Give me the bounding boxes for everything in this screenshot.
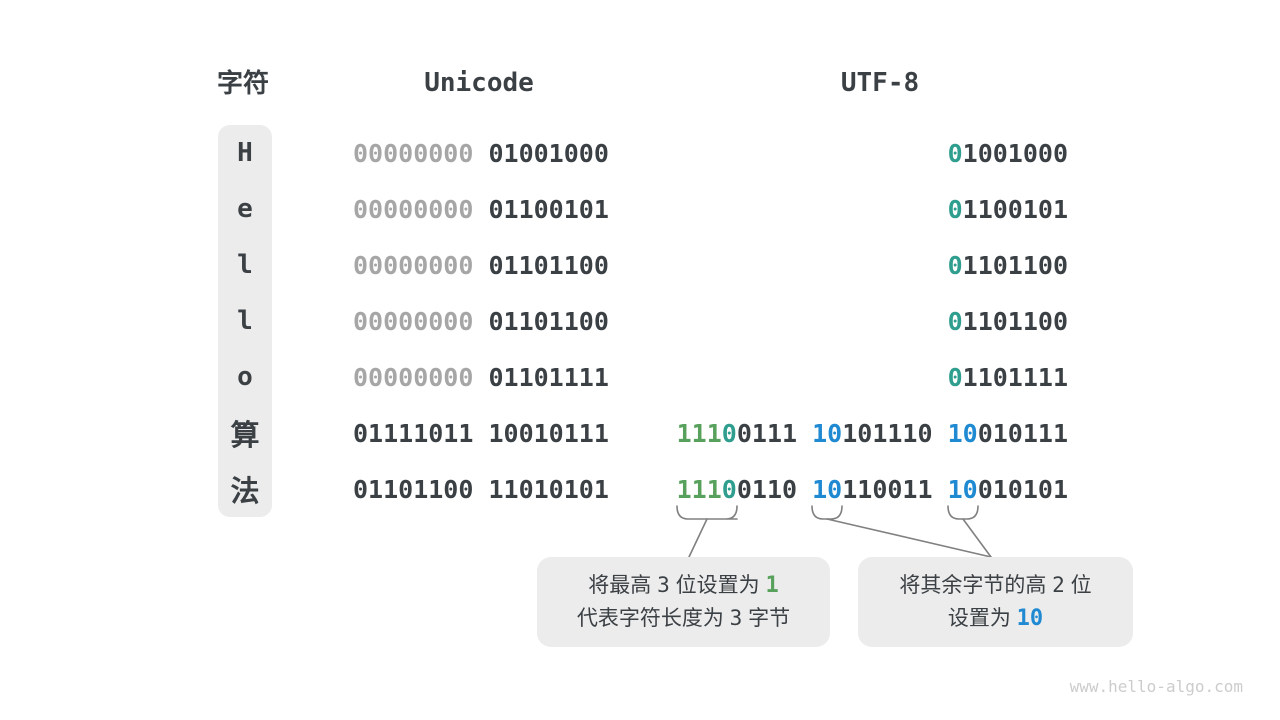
callout-line: 将其余字节的高 2 位 xyxy=(899,569,1091,602)
char-cell: o xyxy=(237,362,253,392)
text-segment-dark: 010111 xyxy=(977,418,1068,448)
text-segment-dark: 1101100 xyxy=(962,306,1068,336)
text-segment-blue: 10 xyxy=(947,474,978,504)
text-segment-teal: 0 xyxy=(947,250,963,280)
text-segment-blue: 10 xyxy=(947,418,978,448)
text-segment-dark: 3 xyxy=(729,606,743,630)
text-segment-dark: 1100101 xyxy=(962,194,1068,224)
text-segment-dark: 1001000 xyxy=(962,138,1068,168)
text-segment-dark: 2 xyxy=(1052,573,1065,597)
text-segment-gray: 00000000 xyxy=(353,250,474,280)
unicode-bits: 01111011 10010111 xyxy=(353,405,653,461)
char-cell: l xyxy=(237,306,253,336)
column-header-unicode: Unicode xyxy=(424,68,534,98)
char-cell: H xyxy=(237,138,253,168)
callout-line: 将最高 3 位设置为 1 xyxy=(588,569,778,602)
text-segment-dark: 字节 xyxy=(742,607,791,630)
text-segment-blue: 10 xyxy=(812,418,843,448)
text-segment-gray: 00000000 xyxy=(353,306,474,336)
char-cell: 法 xyxy=(230,476,260,508)
text-segment-dark: 01100101 xyxy=(473,194,609,224)
text-segment-dark: 位 xyxy=(1064,574,1092,597)
text-segment-dark: 110011 xyxy=(842,474,948,504)
unicode-bits: 00000000 01001000 xyxy=(353,125,653,181)
text-segment-blue: 10 xyxy=(1016,606,1044,631)
unicode-bits: 00000000 01101100 xyxy=(353,293,653,349)
text-segment-dark: 01101100 11010101 xyxy=(353,474,609,504)
text-segment-gray: 00000000 xyxy=(353,362,474,392)
text-segment-dark: 将其余字节的高 xyxy=(899,574,1053,597)
text-segment-dark: 01111011 10010111 xyxy=(353,418,609,448)
text-segment-blue: 10 xyxy=(812,474,843,504)
text-segment-dark: 将最高 xyxy=(588,574,658,597)
watermark: www.hello-algo.com xyxy=(1069,677,1243,696)
char-cell: e xyxy=(237,194,253,224)
char-cell: 算 xyxy=(230,420,260,452)
unicode-bits: 00000000 01101100 xyxy=(353,237,653,293)
text-segment-dark: 1101100 xyxy=(962,250,1068,280)
callout-line: 设置为 10 xyxy=(948,602,1043,635)
text-segment-teal: 0 xyxy=(947,194,963,224)
column-header-utf8: UTF-8 xyxy=(840,68,920,98)
text-segment-dark: 01101111 xyxy=(473,362,609,392)
text-segment-dark: 0110 xyxy=(736,474,813,504)
text-segment-gray: 00000000 xyxy=(353,138,474,168)
unicode-bits: 01101100 11010101 xyxy=(353,461,653,517)
text-segment-teal: 0 xyxy=(947,138,963,168)
connector-line xyxy=(688,518,708,558)
text-segment-dark: 设置为 xyxy=(947,607,1017,630)
text-segment-dark: 位设置为 xyxy=(669,574,766,597)
text-segment-dark: 01001000 xyxy=(473,138,609,168)
text-segment-dark: 01101100 xyxy=(473,250,609,280)
text-segment-teal: 0 xyxy=(721,418,737,448)
char-column-background xyxy=(218,125,272,517)
text-segment-teal: 0 xyxy=(947,362,963,392)
text-segment-teal: 0 xyxy=(721,474,737,504)
unicode-bits: 00000000 01101111 xyxy=(353,349,653,405)
text-segment-green: 111 xyxy=(676,418,722,448)
callout-line: 代表字符长度为 3 字节 xyxy=(577,602,790,635)
text-segment-dark: 101110 xyxy=(842,418,948,448)
text-segment-dark: 代表字符长度为 xyxy=(576,607,730,630)
text-segment-dark: 0111 xyxy=(736,418,813,448)
text-segment-dark: 01101100 xyxy=(473,306,609,336)
text-segment-dark: 010101 xyxy=(977,474,1068,504)
text-segment-teal: 0 xyxy=(947,306,963,336)
text-segment-dark: 1101111 xyxy=(962,362,1068,392)
connector-line xyxy=(962,518,992,558)
callout-rest-bits: 将其余字节的高 2 位设置为 10 xyxy=(858,557,1133,647)
connector-line xyxy=(826,518,992,558)
text-segment-dark: 3 xyxy=(657,573,670,597)
unicode-bits: 00000000 01100101 xyxy=(353,181,653,237)
text-segment-green: 1 xyxy=(765,573,779,598)
char-cell: l xyxy=(237,250,253,280)
text-segment-green: 111 xyxy=(676,474,722,504)
column-header-char: 字符 xyxy=(216,68,269,98)
text-segment-gray: 00000000 xyxy=(353,194,474,224)
